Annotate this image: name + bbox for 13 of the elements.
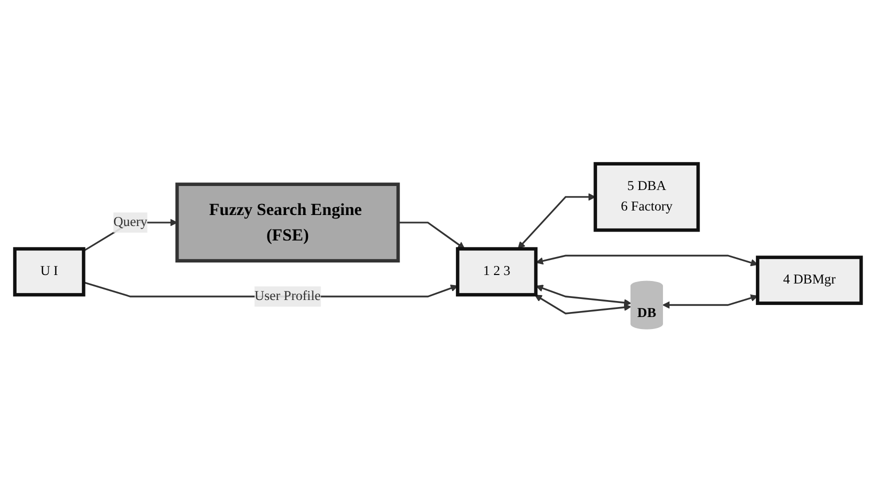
node-box: Fuzzy Search Engine (FSE) — [175, 182, 400, 263]
arrow — [534, 294, 632, 315]
edge-label: User Profile — [254, 288, 321, 304]
node-box: 5 DBA 6 Factory — [594, 162, 700, 232]
arrow — [518, 193, 596, 250]
node-box: 4 DBMgr — [756, 256, 863, 306]
node-box: U I — [13, 247, 86, 297]
edge-label: Query — [113, 215, 148, 230]
arrow — [398, 222, 465, 250]
arrow — [662, 294, 758, 309]
arrow — [536, 284, 632, 306]
arrow — [536, 254, 758, 266]
node-box: 1 2 3 — [456, 247, 538, 297]
